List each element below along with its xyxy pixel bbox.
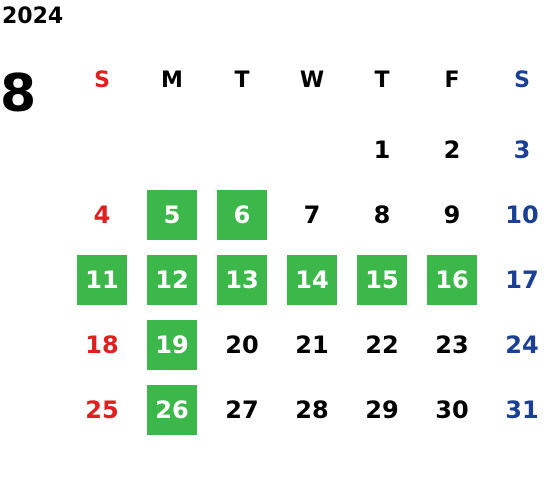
week-row: 25 26 27 28 29 30 31 [72, 385, 548, 437]
day-cell[interactable]: 27 [225, 396, 259, 424]
day-cell[interactable]: 3 [513, 136, 531, 164]
week-row: 11 12 13 14 15 16 17 [72, 255, 548, 307]
empty-day-cell [212, 125, 272, 175]
day-cell[interactable]: 30 [435, 396, 469, 424]
highlighted-day-cell[interactable]: 6 [217, 190, 267, 240]
day-cell[interactable]: 4 [93, 201, 111, 229]
day-cell[interactable]: 29 [365, 396, 399, 424]
weekday-label: T [234, 67, 250, 93]
weekday-label: S [514, 67, 530, 93]
highlighted-day-cell[interactable]: 5 [147, 190, 197, 240]
weekday-label: F [444, 67, 460, 93]
week-row: 18 19 20 21 22 23 24 [72, 320, 548, 372]
day-cell[interactable]: 20 [225, 331, 259, 359]
empty-day-cell [72, 125, 132, 175]
highlighted-day-cell[interactable]: 14 [287, 255, 337, 305]
highlighted-day-cell[interactable]: 12 [147, 255, 197, 305]
empty-day-cell [142, 125, 202, 175]
highlighted-day-cell[interactable]: 26 [147, 385, 197, 435]
calendar-year: 2024 [2, 4, 64, 29]
calendar-month: 8 [0, 64, 37, 124]
day-cell[interactable]: 24 [505, 331, 539, 359]
day-cell[interactable]: 25 [85, 396, 119, 424]
day-cell[interactable]: 21 [295, 331, 329, 359]
highlighted-day-cell[interactable]: 16 [427, 255, 477, 305]
day-cell[interactable]: 18 [85, 331, 119, 359]
day-cell[interactable]: 8 [373, 201, 391, 229]
day-cell[interactable]: 1 [373, 136, 391, 164]
highlighted-day-cell[interactable]: 19 [147, 320, 197, 370]
weekday-label: T [374, 67, 390, 93]
day-cell[interactable]: 9 [443, 201, 461, 229]
day-cell[interactable]: 10 [505, 201, 539, 229]
day-cell[interactable]: 2 [443, 136, 461, 164]
day-cell[interactable]: 28 [295, 396, 329, 424]
highlighted-day-cell[interactable]: 15 [357, 255, 407, 305]
day-cell[interactable]: 22 [365, 331, 399, 359]
highlighted-day-cell[interactable]: 11 [77, 255, 127, 305]
day-cell[interactable]: 23 [435, 331, 469, 359]
day-cell[interactable]: 7 [303, 201, 321, 229]
day-cell[interactable]: 31 [505, 396, 539, 424]
week-row: 1 2 3 [72, 125, 548, 177]
weekday-label: W [299, 67, 325, 93]
weekday-label: M [161, 67, 183, 93]
empty-day-cell [282, 125, 342, 175]
day-cell[interactable]: 17 [505, 266, 539, 294]
highlighted-day-cell[interactable]: 13 [217, 255, 267, 305]
weekday-label: S [94, 67, 110, 93]
